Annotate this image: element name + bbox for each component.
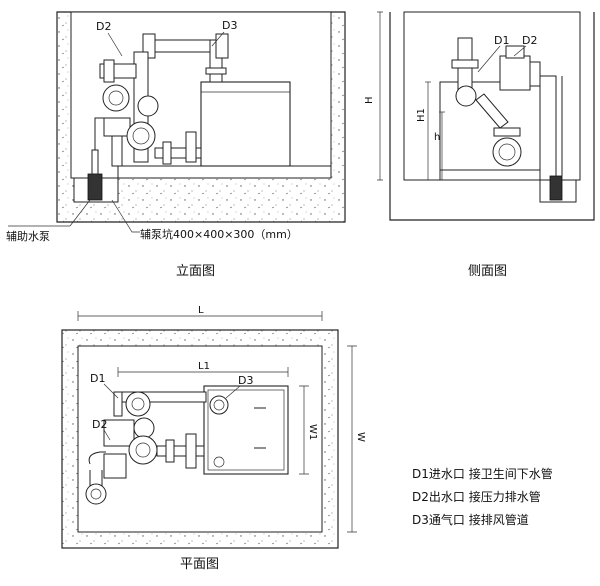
- front-leader-aux-pump: [8, 199, 91, 227]
- plan-wall-outline: [61, 329, 339, 549]
- legend-item-d2: D2出水口 接压力排水管: [412, 489, 541, 504]
- plan-dim-L-line: [77, 311, 323, 321]
- front-leader-aux-pit: [111, 199, 140, 233]
- plan-label-d3: D3: [238, 374, 253, 387]
- front-label-d3: D3: [222, 19, 237, 32]
- plan-dim-W: W: [355, 432, 366, 442]
- side-pipework: [451, 37, 563, 176]
- plan-aux-pump: [85, 483, 107, 505]
- front-view-caption: 立面图: [176, 264, 215, 279]
- side-pump-flange: [492, 137, 522, 167]
- front-label-d2: D2: [96, 20, 111, 33]
- plan-pipework: [85, 391, 207, 505]
- plan-leader-d2: [103, 429, 111, 441]
- front-discharge-assembly: [99, 51, 202, 167]
- side-aux-pump: [549, 175, 563, 201]
- front-tank: [200, 81, 291, 167]
- plan-view-caption: 平面图: [180, 557, 219, 572]
- plan-dim-W-line: [347, 345, 357, 533]
- plan-label-d2: D2: [92, 418, 107, 431]
- front-pump-flange: [126, 121, 156, 151]
- front-leader-d3: [211, 31, 225, 47]
- side-leader-d1: [477, 45, 501, 73]
- plan-view: L W L1 W1: [61, 305, 366, 572]
- front-aux-pit-label: 辅泵坑400×400×300（mm）: [140, 227, 298, 241]
- legend: D1进水口 接卫生间下水管 D2出水口 接压力排水管 D3通气口 接排风管道: [412, 466, 553, 527]
- plan-dim-W1-line: [299, 385, 309, 475]
- side-dim-h: h: [434, 132, 440, 143]
- plan-tank-inner: [207, 389, 285, 471]
- side-dim-H1: H1: [416, 108, 427, 122]
- side-tank: [439, 81, 541, 171]
- plan-leader-d3: [225, 385, 241, 399]
- side-label-d1: D1: [494, 34, 509, 47]
- side-dim-H: H: [364, 96, 375, 104]
- side-view-caption: 侧面图: [468, 264, 507, 279]
- front-aux-pump-label: 辅助水泵: [6, 229, 50, 243]
- plan-leader-d1: [103, 383, 119, 399]
- side-leader-d2: [513, 45, 527, 57]
- plan-drain-fitting: [213, 456, 225, 468]
- plan-dim-L: L: [198, 305, 204, 316]
- front-leader-d2: [107, 32, 123, 57]
- legend-item-d3: D3通气口 接排风管道: [412, 512, 529, 527]
- plan-pump-flange: [128, 435, 158, 465]
- side-label-d2: D2: [522, 34, 537, 47]
- plan-tank-marks: [254, 407, 266, 449]
- front-view: D2 D3 辅助水泵 辅泵坑400×400×300（mm） 立面图: [6, 11, 346, 279]
- plan-dim-L1-line: [117, 367, 289, 377]
- plan-vent-d3: [209, 395, 229, 415]
- plan-dim-L1: L1: [198, 361, 210, 372]
- front-valve-wheel: [102, 84, 130, 112]
- legend-item-d1: D1进水口 接卫生间下水管: [412, 466, 553, 481]
- side-view: H H1 h D1 D2 侧面图: [364, 11, 595, 279]
- plan-label-d1: D1: [90, 372, 105, 385]
- plan-dim-W1: W1: [307, 424, 318, 440]
